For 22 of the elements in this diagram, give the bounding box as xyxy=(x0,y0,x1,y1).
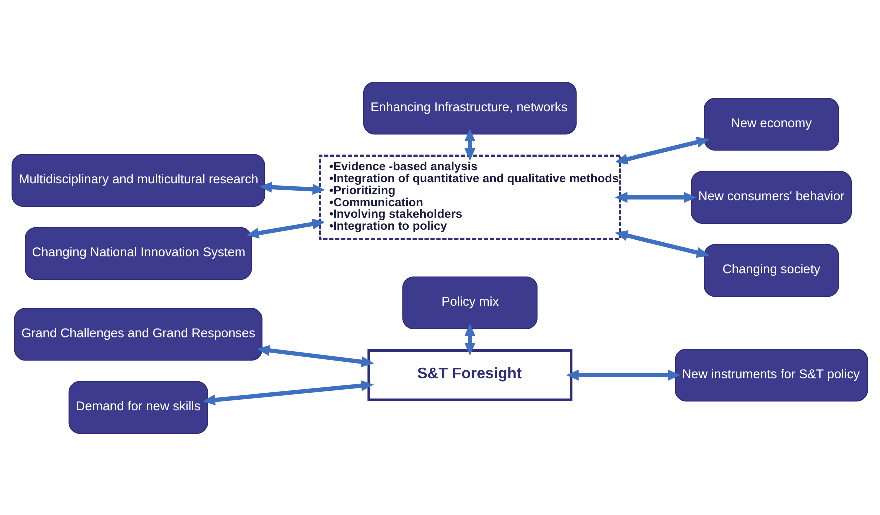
arrow xyxy=(257,344,374,367)
arrow xyxy=(566,369,681,380)
node-box: Changing society xyxy=(704,244,840,297)
node-box: Multidisciplinary and multicultural research xyxy=(12,154,266,206)
arrow xyxy=(464,323,476,356)
node-box: Enhancing Infrastructure, networks xyxy=(363,81,577,134)
node-box: Grand Challenges and Grand Responses xyxy=(14,308,263,360)
node-box: Policy mix xyxy=(402,276,538,329)
node-box: •Evidence -based analysis •Integration of quantitative and qualitative methods •Prioritizing •Communication •Involving stakeholders •Integration to policy xyxy=(319,154,622,240)
arrow xyxy=(615,136,710,164)
node-box: Changing National Innovation System xyxy=(25,226,252,280)
arrow xyxy=(202,380,374,406)
node-box: New economy xyxy=(704,98,840,150)
arrow xyxy=(615,230,710,258)
node-box: S&T Foresight xyxy=(368,348,573,401)
arrow xyxy=(464,128,476,161)
arrow xyxy=(260,181,326,195)
node-box: Demand for new skills xyxy=(68,380,208,434)
arrow xyxy=(615,192,697,203)
node-box: New instruments for S&T policy xyxy=(675,348,868,402)
arrow xyxy=(246,218,326,238)
node-box: New consumers' behavior xyxy=(691,170,852,224)
